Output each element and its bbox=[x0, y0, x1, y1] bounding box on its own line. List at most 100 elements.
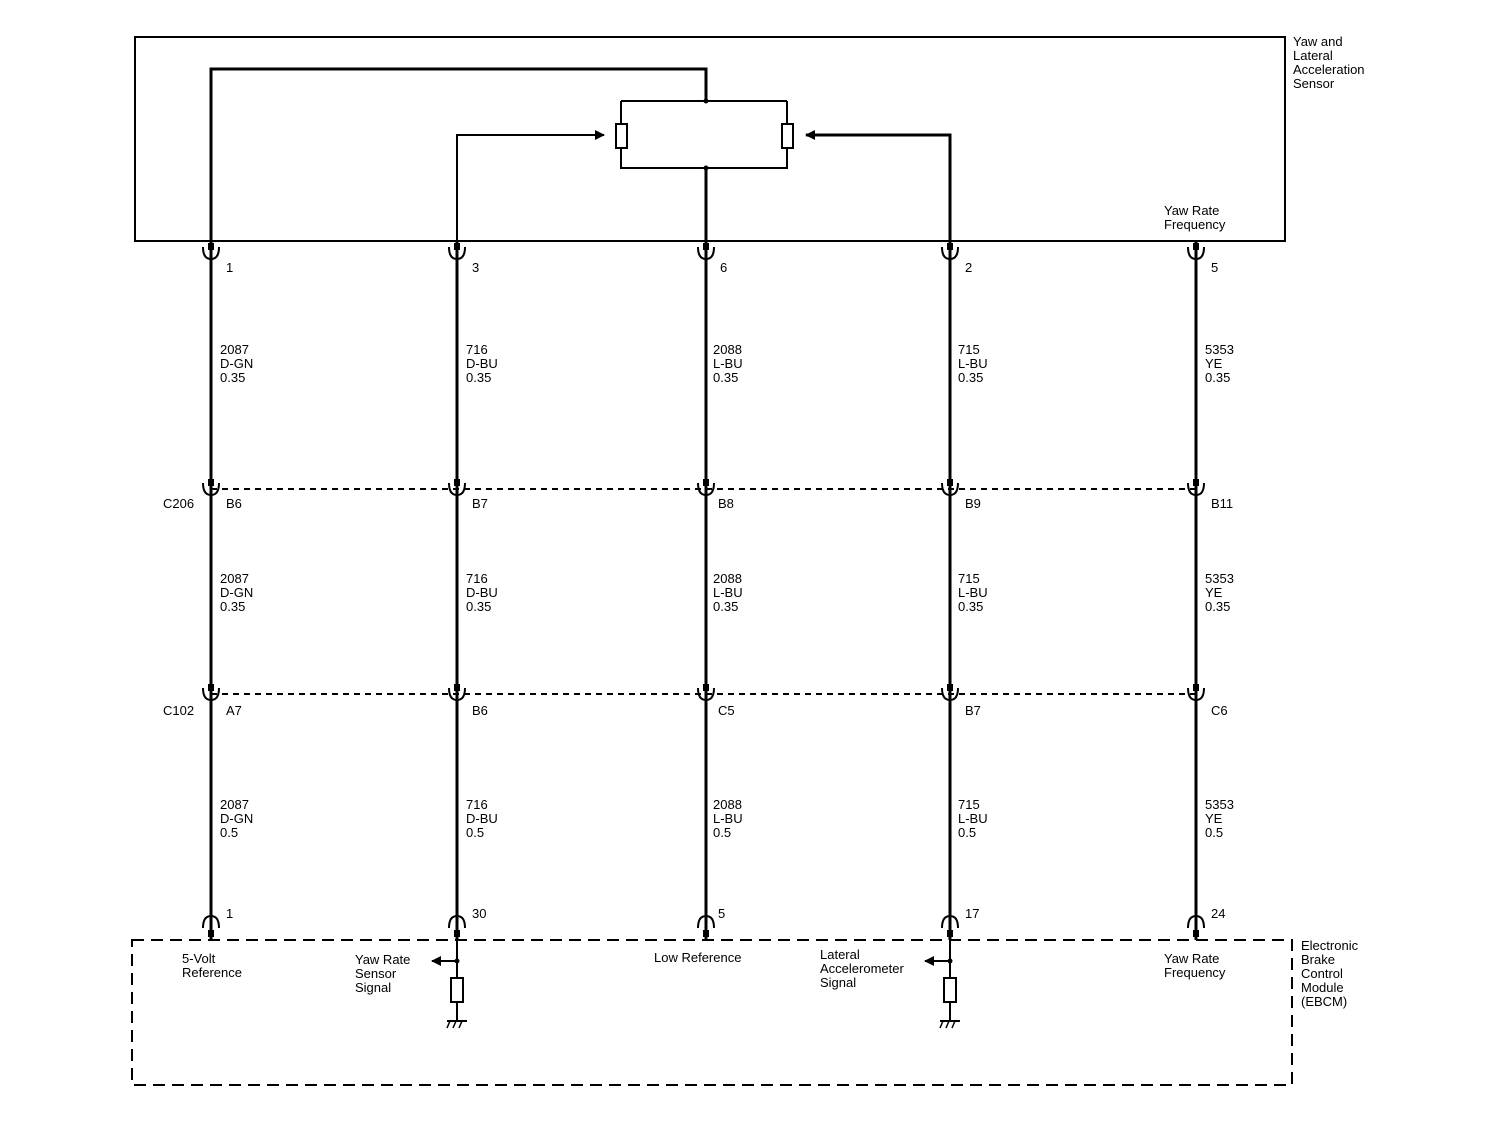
connector-cup-icon bbox=[202, 482, 220, 497]
svg-text:Yaw Rate: Yaw Rate bbox=[1164, 951, 1219, 966]
svg-text:0.35: 0.35 bbox=[1205, 370, 1230, 385]
c206-labels: C206 B6 B7 B8 B9 B11 bbox=[163, 496, 1233, 511]
terminal-pin-icon bbox=[703, 479, 709, 486]
svg-text:Yaw and: Yaw and bbox=[1293, 34, 1343, 49]
ebcm-lateral-signal-circuit bbox=[924, 940, 960, 1029]
ebcm-resistor-lateral bbox=[943, 977, 957, 1003]
svg-text:2087: 2087 bbox=[220, 797, 249, 812]
ebcm-yaw-signal-circuit bbox=[431, 940, 467, 1029]
svg-text:D-BU: D-BU bbox=[466, 356, 498, 371]
svg-text:Lateral: Lateral bbox=[820, 947, 860, 962]
svg-text:715: 715 bbox=[958, 342, 980, 357]
svg-text:Lateral: Lateral bbox=[1293, 48, 1333, 63]
ebcm-resistor-yaw bbox=[450, 977, 464, 1003]
connector-cup-icon bbox=[697, 246, 715, 261]
svg-text:2088: 2088 bbox=[713, 342, 742, 357]
terminal-pin-icon bbox=[1193, 684, 1199, 691]
terminal-pin-icon bbox=[1193, 243, 1199, 250]
svg-text:D-GN: D-GN bbox=[220, 356, 253, 371]
ebcm-yaw-rate-frequency-label: Yaw Rate Frequency bbox=[1164, 951, 1226, 980]
connector-cup-icon bbox=[202, 914, 220, 929]
terminal-pin-icon bbox=[947, 684, 953, 691]
ground-icon bbox=[939, 1020, 960, 1029]
svg-text:Control: Control bbox=[1301, 966, 1343, 981]
svg-text:1: 1 bbox=[226, 906, 233, 921]
connector-cup-icon bbox=[1187, 914, 1205, 929]
connector-symbols bbox=[202, 243, 1205, 937]
svg-text:30: 30 bbox=[472, 906, 486, 921]
connector-cup-icon bbox=[941, 914, 959, 929]
svg-text:D-GN: D-GN bbox=[220, 811, 253, 826]
svg-text:0.35: 0.35 bbox=[713, 370, 738, 385]
ebcm-yaw-sensor-signal-label: Yaw Rate Sensor Signal bbox=[355, 952, 410, 995]
svg-text:YE: YE bbox=[1205, 811, 1223, 826]
connector-cup-icon bbox=[448, 246, 466, 261]
terminal-pin-icon bbox=[454, 930, 460, 937]
svg-text:Electronic: Electronic bbox=[1301, 938, 1359, 953]
svg-text:Brake: Brake bbox=[1301, 952, 1335, 967]
svg-text:L-BU: L-BU bbox=[958, 585, 988, 600]
svg-text:0.5: 0.5 bbox=[466, 825, 484, 840]
svg-text:17: 17 bbox=[965, 906, 979, 921]
svg-text:B6: B6 bbox=[472, 703, 488, 718]
terminal-pin-icon bbox=[947, 479, 953, 486]
resistor-right bbox=[781, 123, 794, 149]
svg-text:C102: C102 bbox=[163, 703, 194, 718]
svg-text:5: 5 bbox=[1211, 260, 1218, 275]
svg-text:0.5: 0.5 bbox=[1205, 825, 1223, 840]
svg-text:2088: 2088 bbox=[713, 797, 742, 812]
svg-text:L-BU: L-BU bbox=[958, 811, 988, 826]
connector-cup-icon bbox=[1187, 687, 1205, 702]
svg-text:716: 716 bbox=[466, 342, 488, 357]
svg-text:D-BU: D-BU bbox=[466, 811, 498, 826]
svg-text:5353: 5353 bbox=[1205, 571, 1234, 586]
terminal-pin-icon bbox=[454, 684, 460, 691]
terminal-pin-icon bbox=[208, 243, 214, 250]
svg-text:L-BU: L-BU bbox=[958, 356, 988, 371]
terminal-pin-icon bbox=[208, 930, 214, 937]
terminal-pin-icon bbox=[703, 684, 709, 691]
svg-text:0.35: 0.35 bbox=[466, 370, 491, 385]
svg-text:Signal: Signal bbox=[820, 975, 856, 990]
svg-text:715: 715 bbox=[958, 797, 980, 812]
svg-text:0.35: 0.35 bbox=[713, 599, 738, 614]
svg-text:Yaw Rate: Yaw Rate bbox=[1164, 203, 1219, 218]
svg-text:0.35: 0.35 bbox=[1205, 599, 1230, 614]
svg-text:L-BU: L-BU bbox=[713, 356, 743, 371]
terminal-pin-icon bbox=[947, 243, 953, 250]
svg-text:B9: B9 bbox=[965, 496, 981, 511]
svg-text:716: 716 bbox=[466, 571, 488, 586]
svg-text:3: 3 bbox=[472, 260, 479, 275]
svg-text:D-GN: D-GN bbox=[220, 585, 253, 600]
svg-text:C6: C6 bbox=[1211, 703, 1228, 718]
svg-text:2087: 2087 bbox=[220, 342, 249, 357]
svg-text:0.5: 0.5 bbox=[220, 825, 238, 840]
sensor-internal-circuit bbox=[209, 67, 952, 241]
svg-text:6: 6 bbox=[720, 260, 727, 275]
svg-text:715: 715 bbox=[958, 571, 980, 586]
svg-text:YE: YE bbox=[1205, 585, 1223, 600]
svg-text:(EBCM): (EBCM) bbox=[1301, 994, 1347, 1009]
terminal-pin-icon bbox=[454, 243, 460, 250]
svg-text:5353: 5353 bbox=[1205, 342, 1234, 357]
svg-text:D-BU: D-BU bbox=[466, 585, 498, 600]
ground-icon bbox=[446, 1020, 467, 1029]
ebcm-lateral-signal-label: Lateral Accelerometer Signal bbox=[820, 947, 904, 990]
ebcm-low-reference-label: Low Reference bbox=[654, 950, 741, 965]
ebcm-name: Electronic Brake Control Module (EBCM) bbox=[1301, 938, 1359, 1009]
svg-text:B7: B7 bbox=[472, 496, 488, 511]
svg-text:5353: 5353 bbox=[1205, 797, 1234, 812]
svg-text:24: 24 bbox=[1211, 906, 1225, 921]
svg-text:Yaw Rate: Yaw Rate bbox=[355, 952, 410, 967]
terminal-pin-icon bbox=[703, 930, 709, 937]
svg-text:5-Volt: 5-Volt bbox=[182, 951, 216, 966]
svg-text:Accelerometer: Accelerometer bbox=[820, 961, 904, 976]
svg-text:A7: A7 bbox=[226, 703, 242, 718]
terminal-pin-icon bbox=[208, 479, 214, 486]
svg-text:B6: B6 bbox=[226, 496, 242, 511]
ebcm-five-volt-label: 5-Volt Reference bbox=[182, 951, 242, 980]
svg-text:0.35: 0.35 bbox=[220, 599, 245, 614]
